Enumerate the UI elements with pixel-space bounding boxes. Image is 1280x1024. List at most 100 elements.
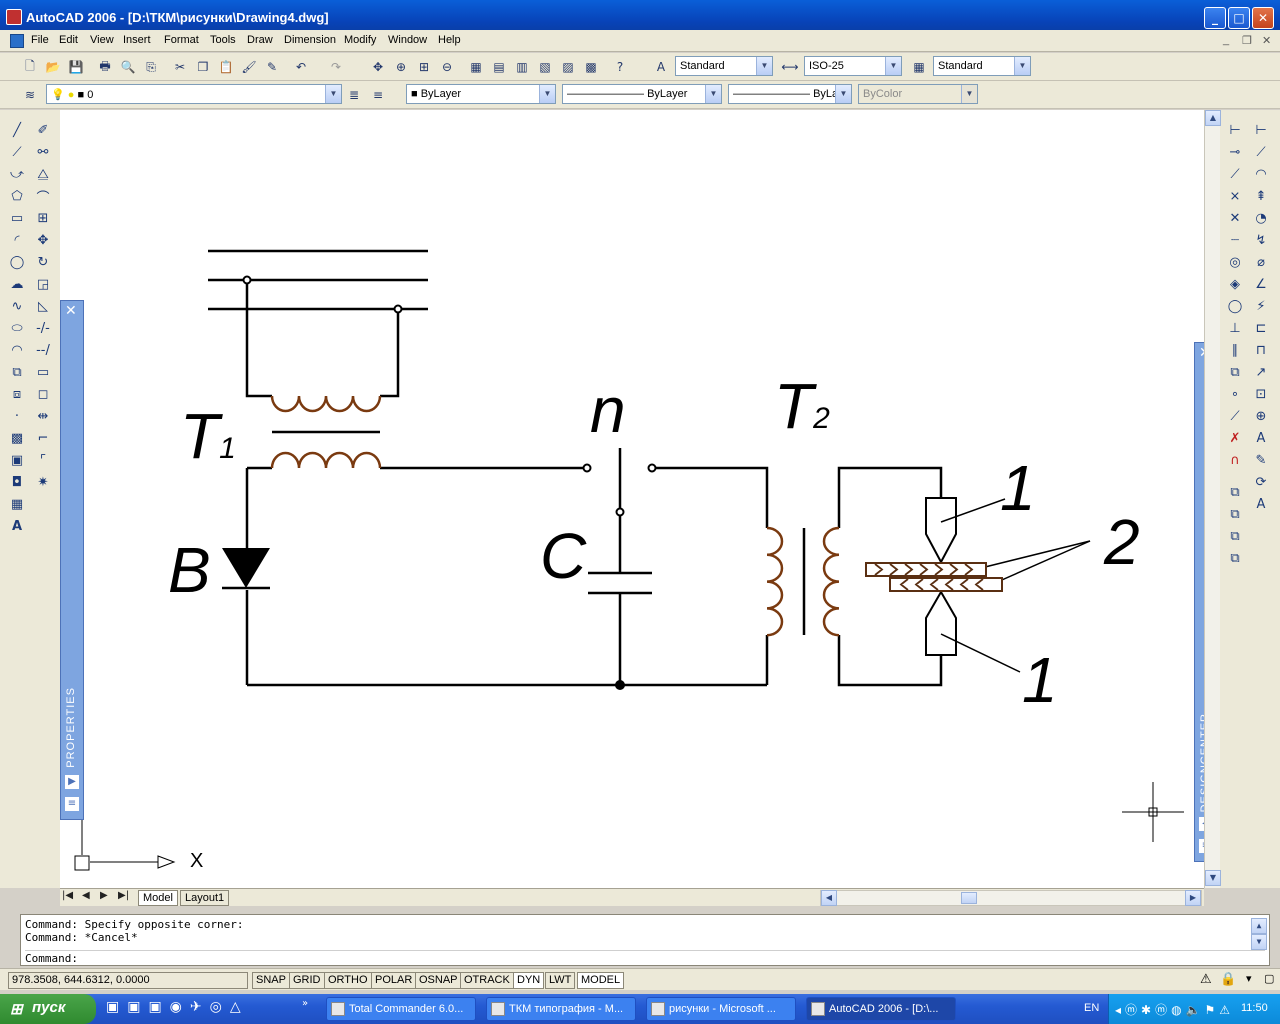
tab-prev-icon[interactable]: ◀ bbox=[82, 890, 90, 901]
draworder-back-icon[interactable]: ⧉ bbox=[1230, 506, 1240, 522]
table-style-select[interactable]: Standard▼ bbox=[933, 56, 1031, 76]
menu-edit[interactable]: Edit bbox=[59, 34, 78, 46]
open-icon[interactable]: 📂 bbox=[45, 60, 61, 74]
ellipse-arc-icon[interactable]: ◠ bbox=[11, 342, 23, 358]
tab-model[interactable]: Model bbox=[138, 890, 178, 906]
multiline-text-icon[interactable]: A bbox=[11, 518, 23, 534]
zoom-realtime-icon[interactable]: ⊕ bbox=[395, 60, 407, 74]
dim-arc-icon[interactable]: ◠ bbox=[1255, 166, 1267, 182]
layer-select[interactable]: 💡 ● ■ 0 ▼ bbox=[46, 84, 342, 104]
dim-edit-icon[interactable]: A bbox=[1256, 430, 1266, 446]
snap-nearest-icon[interactable]: ⟋ bbox=[1230, 408, 1240, 424]
osnap-toggle[interactable]: OSNAP bbox=[415, 972, 462, 989]
dim-angular-icon[interactable]: ∠ bbox=[1255, 276, 1267, 292]
draworder-front-icon[interactable]: ⧉ bbox=[1230, 484, 1240, 500]
snap-insert-icon[interactable]: ⧉ bbox=[1230, 364, 1240, 380]
start-button[interactable]: ⊞ пуск bbox=[0, 994, 96, 1024]
grid-toggle[interactable]: GRID bbox=[289, 972, 325, 989]
menu-dimension[interactable]: Dimension bbox=[284, 34, 336, 46]
snap-perpendicular-icon[interactable]: ⊥ bbox=[1229, 320, 1241, 336]
paste-icon[interactable]: 📋 bbox=[218, 60, 234, 74]
plotstyle-select[interactable]: ByColor▼ bbox=[858, 84, 978, 104]
document-icon[interactable] bbox=[10, 34, 24, 48]
palette-menu-icon[interactable]: ≡ bbox=[65, 797, 79, 811]
draworder-under-icon[interactable]: ⧉ bbox=[1230, 550, 1240, 566]
dim-radius-icon[interactable]: ◔ bbox=[1255, 210, 1267, 226]
fillet-icon[interactable]: ⌜ bbox=[39, 452, 47, 468]
drawing-canvas[interactable]: T1 T2 B C n 1 1 2 X bbox=[60, 110, 1204, 888]
snap-intersection-icon[interactable]: ⨯ bbox=[1229, 188, 1241, 204]
polygon-icon[interactable]: ⬠ bbox=[11, 188, 23, 204]
snap-none-icon[interactable]: ✗ bbox=[1229, 430, 1241, 446]
snap-midpoint-icon[interactable]: ⟋ bbox=[1230, 166, 1240, 182]
trim-icon[interactable]: -/- bbox=[36, 320, 50, 336]
minimize-button[interactable]: _ bbox=[1204, 7, 1226, 29]
save-icon[interactable]: 💾 bbox=[68, 60, 84, 74]
draworder-above-icon[interactable]: ⧉ bbox=[1230, 528, 1240, 544]
tab-next-icon[interactable]: ▶ bbox=[100, 890, 108, 901]
dim-style-icon[interactable]: ⟷ bbox=[781, 60, 799, 74]
command-prompt[interactable]: Command: bbox=[25, 950, 1265, 965]
task-tkm-word[interactable]: ТКМ типография - M... bbox=[486, 997, 636, 1021]
sheet-set-icon[interactable]: ▧ bbox=[539, 60, 551, 74]
move-icon[interactable]: ✥ bbox=[37, 232, 49, 248]
dim-diameter-icon[interactable]: ⌀ bbox=[1257, 254, 1265, 270]
extend-icon[interactable]: --/ bbox=[36, 342, 50, 358]
doc-close-button[interactable]: ✕ bbox=[1262, 35, 1272, 47]
designcenter-icon[interactable]: ▤ bbox=[493, 60, 505, 74]
menu-window[interactable]: Window bbox=[388, 34, 428, 46]
clock[interactable]: 11:50 bbox=[1241, 1002, 1268, 1014]
mirror-icon[interactable]: ⧋ bbox=[37, 166, 49, 182]
ortho-toggle[interactable]: ORTHO bbox=[324, 972, 372, 989]
menu-insert[interactable]: Insert bbox=[123, 34, 151, 46]
menu-view[interactable]: View bbox=[90, 34, 114, 46]
snap-tangent-icon[interactable]: ◯ bbox=[1227, 298, 1243, 314]
quick-launch-icons[interactable]: ▣▣▣◉✈◎△ bbox=[106, 999, 249, 1015]
scroll-thumb[interactable] bbox=[961, 892, 977, 904]
menu-draw[interactable]: Draw bbox=[247, 34, 273, 46]
otrack-toggle[interactable]: OTRACK bbox=[460, 972, 514, 989]
text-style-icon[interactable]: A bbox=[656, 60, 666, 74]
language-indicator[interactable]: EN bbox=[1084, 1002, 1100, 1014]
task-total-commander[interactable]: Total Commander 6.0... bbox=[326, 997, 476, 1021]
tray-icons[interactable]: ◂ⓜ✱ⓜ◍🔈⚑⚠ bbox=[1115, 1003, 1235, 1017]
dim-style-manager-icon[interactable]: A bbox=[1256, 496, 1266, 512]
auto-hide-icon[interactable]: ▶ bbox=[65, 775, 79, 789]
gradient-icon[interactable]: ▣ bbox=[10, 452, 24, 468]
tolerance-icon[interactable]: ⊡ bbox=[1255, 386, 1267, 402]
join-icon[interactable]: ⇹ bbox=[37, 408, 49, 424]
command-scroll-up-icon[interactable]: ▲ bbox=[1251, 918, 1267, 934]
hatch-icon[interactable]: ▩ bbox=[10, 430, 24, 446]
lwt-toggle[interactable]: LWT bbox=[545, 972, 576, 989]
snap-center-icon[interactable]: ◎ bbox=[1229, 254, 1241, 270]
scroll-right-icon[interactable]: ▶ bbox=[1185, 890, 1201, 906]
menu-format[interactable]: Format bbox=[164, 34, 199, 46]
redo-icon[interactable]: ↷ bbox=[330, 60, 342, 74]
cut-icon[interactable]: ✂ bbox=[174, 60, 186, 74]
spline-icon[interactable]: ∿ bbox=[11, 298, 23, 314]
scroll-up-icon[interactable]: ▲ bbox=[1205, 110, 1221, 126]
snap-apparent-icon[interactable]: ✕ bbox=[1229, 210, 1241, 226]
table-icon[interactable]: ▦ bbox=[10, 496, 24, 512]
close-button[interactable]: ✕ bbox=[1252, 7, 1274, 29]
menu-file[interactable]: File bbox=[31, 34, 49, 46]
command-window[interactable]: Command: Specify opposite corner: Comman… bbox=[20, 914, 1270, 966]
arc-icon[interactable]: ◜ bbox=[14, 232, 20, 248]
tab-last-icon[interactable]: ▶| bbox=[118, 890, 130, 901]
osnap-settings-icon[interactable]: ∩ bbox=[1230, 452, 1240, 468]
dim-continue-icon[interactable]: ⊓ bbox=[1255, 342, 1267, 358]
properties-icon[interactable]: ▦ bbox=[470, 60, 482, 74]
center-mark-icon[interactable]: ⊕ bbox=[1255, 408, 1267, 424]
pan-icon[interactable]: ✥ bbox=[372, 60, 384, 74]
array-icon[interactable]: ⊞ bbox=[37, 210, 49, 226]
make-object-layer-current-icon[interactable]: ≣ bbox=[348, 88, 360, 102]
copy-icon[interactable]: ❐ bbox=[197, 60, 209, 74]
offset-icon[interactable]: ⌒ bbox=[36, 190, 50, 206]
maximize-button[interactable]: □ bbox=[1228, 7, 1250, 29]
dim-update-icon[interactable]: ⟳ bbox=[1255, 474, 1267, 490]
polar-toggle[interactable]: POLAR bbox=[371, 972, 417, 989]
publish-icon[interactable]: ⎘ bbox=[146, 59, 156, 74]
tab-first-icon[interactable]: |◀ bbox=[62, 890, 74, 901]
break-icon[interactable]: ◻ bbox=[37, 386, 49, 402]
dist-icon[interactable]: ⊢ bbox=[1229, 122, 1241, 138]
